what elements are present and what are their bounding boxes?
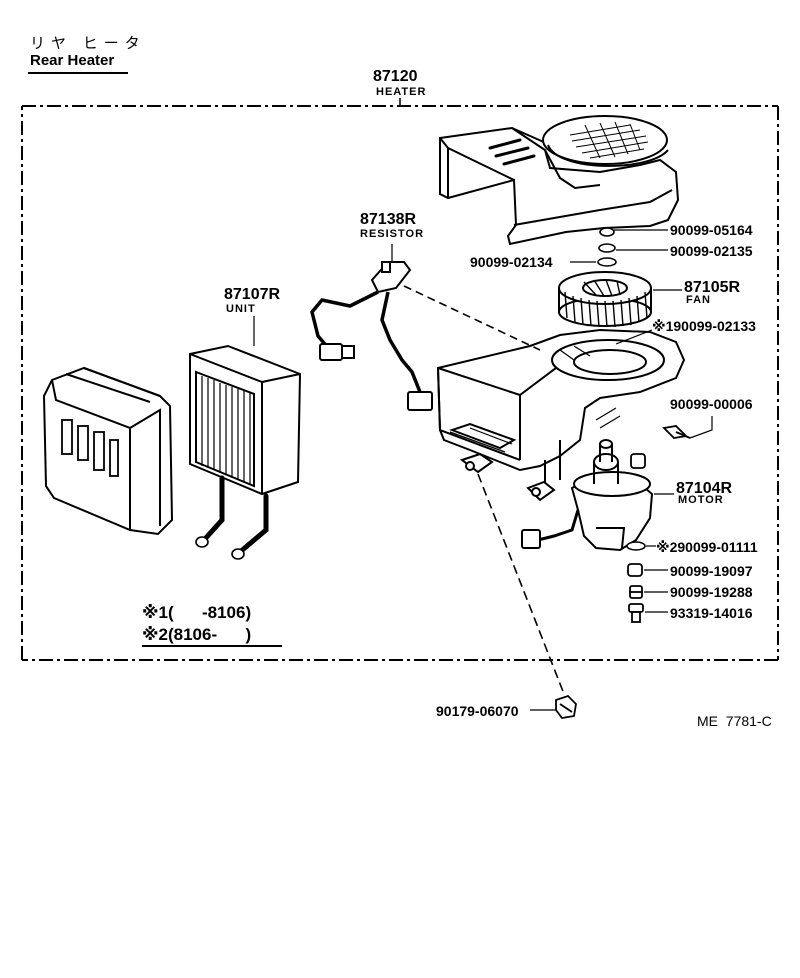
fan-blades bbox=[564, 279, 648, 328]
washer-01111 bbox=[626, 541, 646, 551]
harness-connector-b bbox=[407, 391, 433, 411]
callout-01111: ※290099-01111 bbox=[656, 539, 758, 555]
callout-00006: 90099-00006 bbox=[670, 396, 753, 412]
motor-connector bbox=[521, 529, 541, 549]
grommet bbox=[630, 453, 646, 469]
screw-00006 bbox=[662, 425, 691, 439]
unit-number: 87107R bbox=[224, 286, 281, 303]
assembly-frame bbox=[21, 105, 779, 661]
lower-case-hatch bbox=[449, 345, 621, 453]
cushion-19097 bbox=[627, 563, 643, 577]
harness-connector-a bbox=[319, 343, 343, 361]
motor-wire bbox=[537, 509, 580, 542]
assembly-name: HEATER bbox=[376, 86, 427, 98]
title-english: Rear Heater bbox=[30, 52, 115, 69]
resistor bbox=[370, 261, 412, 294]
fan-number: 87105R bbox=[684, 279, 741, 296]
heater-cover-vents bbox=[61, 419, 119, 477]
clip-06070 bbox=[555, 694, 577, 719]
blower-cover-grille bbox=[569, 121, 649, 159]
note-2: ※2(8106- ) bbox=[142, 625, 252, 644]
callout-02133: ※190099-02133 bbox=[652, 318, 756, 334]
unit-name: UNIT bbox=[226, 303, 256, 315]
heater-core-pipes bbox=[201, 475, 269, 555]
blower-cover-slots bbox=[488, 138, 536, 166]
callout-19097: 90099-19097 bbox=[670, 563, 753, 579]
title-japanese: リヤ ヒータ bbox=[30, 34, 146, 52]
figure-id: ME 7781-C bbox=[697, 713, 772, 729]
pipe-ends bbox=[195, 536, 245, 560]
mount-feet bbox=[459, 452, 556, 502]
blower-cover bbox=[439, 115, 680, 246]
callout-14016: 93319-14016 bbox=[670, 605, 753, 621]
resistor-name: RESISTOR bbox=[360, 228, 425, 240]
callout-02135: 90099-02135 bbox=[670, 243, 753, 259]
motor-name: MOTOR bbox=[678, 494, 724, 506]
note-1: ※1( -8106) bbox=[142, 603, 252, 622]
title-underline bbox=[28, 72, 128, 74]
nut-washer-stack bbox=[597, 227, 617, 267]
heater-core-fins bbox=[201, 376, 251, 484]
clip-guide-line bbox=[477, 473, 565, 695]
callout-06070: 90179-06070 bbox=[436, 703, 519, 719]
nut-19288 bbox=[629, 585, 643, 599]
fan-name: FAN bbox=[686, 294, 711, 306]
callout-05164: 90099-05164 bbox=[670, 222, 753, 238]
assembly-number: 87120 bbox=[373, 68, 418, 85]
heater-cover bbox=[42, 366, 174, 536]
callout-02134: 90099-02134 bbox=[470, 254, 553, 270]
resistor-harness bbox=[310, 290, 422, 393]
resistor-number: 87138R bbox=[360, 211, 417, 228]
bolt-14016 bbox=[628, 603, 644, 623]
harness-connector-a-latch bbox=[341, 345, 355, 359]
resistor-guide-line bbox=[403, 285, 541, 351]
callout-19288: 90099-19288 bbox=[670, 584, 753, 600]
heater-core bbox=[189, 344, 302, 496]
leader-lines bbox=[253, 229, 713, 711]
motor-number: 87104R bbox=[676, 480, 733, 497]
motor bbox=[570, 439, 654, 552]
